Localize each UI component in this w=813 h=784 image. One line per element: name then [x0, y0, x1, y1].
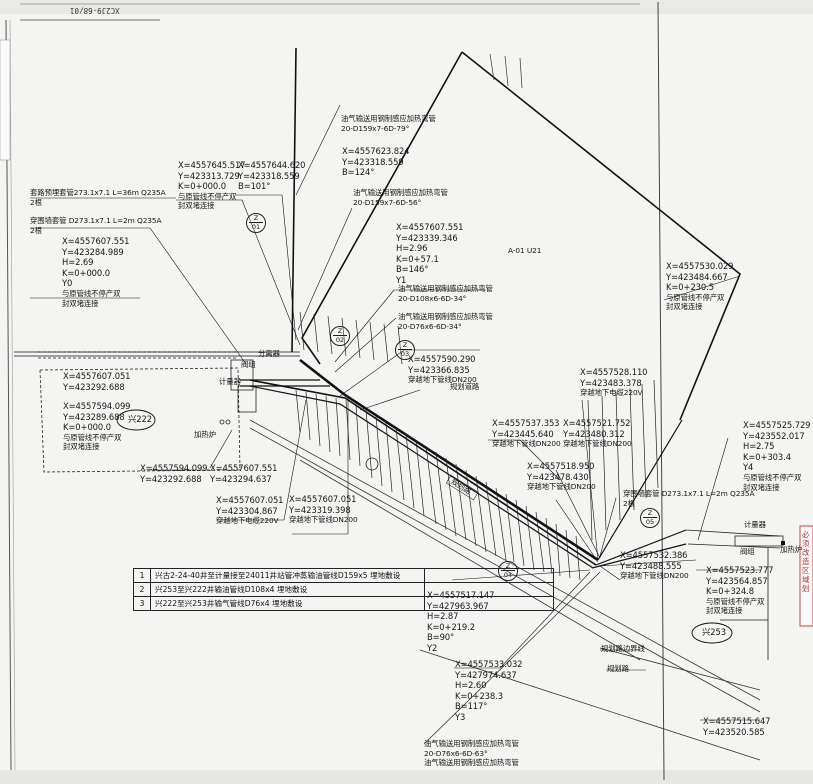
planned-road-label: 规划道路	[450, 382, 480, 391]
separator-label: 分离器	[258, 349, 280, 358]
drawing-code: XC2J9-68/01	[70, 6, 120, 15]
well-253-marker	[691, 622, 733, 644]
heater-left: 加热炉	[194, 430, 216, 439]
sheet-tag: A-01 U21	[508, 246, 542, 255]
main-pipeline	[249, 358, 687, 569]
leader-lines	[30, 104, 760, 745]
well-222-label: 兴222	[128, 414, 152, 424]
pipeline-legend-table: 1 兴古2-24-40井至计量接至24011井站管冲蒸输油管线D159x5 埋地…	[133, 568, 554, 611]
road-boundary-label: 规划路边界线	[601, 644, 645, 653]
meter-right: 计量器	[744, 520, 766, 529]
road-bottom-label: 规划路	[607, 664, 629, 673]
meter-left: 计量器	[219, 377, 241, 386]
legend-row: 3 兴222至兴253井输气管线D76x4 埋地敷设	[133, 596, 554, 611]
pipeline-vertical	[291, 47, 297, 353]
station-right	[685, 529, 784, 660]
legend-row: 1 兴古2-24-40井至计量接至24011井站管冲蒸输油管线D159x5 埋地…	[133, 568, 554, 583]
legend-row: 2 兴253至兴222井输油管线D108x4 埋地敷设	[133, 582, 554, 597]
enclosure-boundary	[301, 51, 741, 421]
heater-right: 加热炉	[780, 545, 802, 554]
well-222-marker	[116, 409, 156, 431]
well-253-label: 兴253	[702, 627, 726, 637]
road-hatching	[295, 311, 659, 581]
valve-group-left: 阀组	[241, 360, 256, 369]
right-edge-strip-text: 必须改造区域划	[802, 530, 810, 593]
valve-group-right: 阀组	[740, 547, 755, 556]
